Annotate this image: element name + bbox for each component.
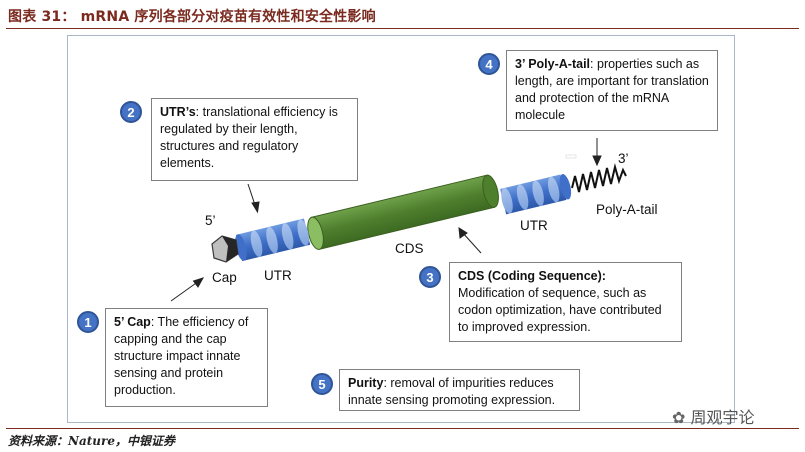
badge-3: 3 <box>419 266 441 288</box>
bottom-divider <box>6 428 799 429</box>
label-polya: Poly-A-tail <box>596 202 658 217</box>
callout-polya-sep: : <box>590 57 594 71</box>
arrow-cds <box>461 231 482 254</box>
callout-purity-sep: : <box>383 376 387 390</box>
utr-right-segment <box>500 174 572 215</box>
badge-4: 4 <box>478 53 500 75</box>
callout-cap: 5’ Cap: The efficiency of capping and th… <box>105 308 268 407</box>
callout-cap-title: 5’ Cap <box>114 315 151 329</box>
label-five-prime: 5’ <box>205 213 216 228</box>
cap-shape <box>211 235 239 263</box>
badge-1: 1 <box>77 311 99 333</box>
callout-utr-title: UTR’s <box>160 105 196 119</box>
callout-polya-title: 3’ Poly-A-tail <box>515 57 591 71</box>
figure-source: 资料来源：Nature，中银证券 <box>8 434 175 448</box>
watermark: ✿ 周观宇论 <box>672 404 755 428</box>
wechat-icon: ✿ <box>672 408 691 427</box>
polya-zigzag <box>571 163 627 193</box>
label-cds: CDS <box>395 241 424 256</box>
cds-segment <box>307 174 499 250</box>
label-utr-left: UTR <box>264 268 292 283</box>
polya-dash <box>565 154 577 159</box>
label-cap: Cap <box>212 270 237 285</box>
callout-polya: 3’ Poly-A-tail: properties such as lengt… <box>506 50 718 131</box>
label-utr-right: UTR <box>520 218 548 233</box>
callout-purity-title: Purity <box>348 376 384 390</box>
callout-utr-text: translational efficiency is regulated by… <box>160 105 338 170</box>
callout-utr-sep: : <box>195 105 200 119</box>
watermark-text: 周观宇论 <box>690 408 755 427</box>
callout-utr: UTR’s: translational efficiency is regul… <box>151 98 358 181</box>
arrow-cap <box>170 280 200 302</box>
figure-title: 图表 31： mRNA 序列各部分对疫苗有效性和安全性影响 <box>8 9 376 25</box>
label-three-prime: 3’ <box>618 151 629 166</box>
callout-cds-text: Modification of sequence, such as codon … <box>458 286 662 334</box>
badge-2: 2 <box>120 101 142 123</box>
badge-5: 5 <box>311 373 333 395</box>
callout-cds-title: CDS (Coding Sequence): <box>458 269 606 283</box>
callout-polya-text: properties such as length, are important… <box>515 57 709 122</box>
callout-purity: Purity: removal of impurities reduces in… <box>339 369 580 411</box>
callout-cds: CDS (Coding Sequence): Modification of s… <box>449 262 682 342</box>
callout-cap-text: The efficiency of capping and the cap st… <box>114 315 249 397</box>
utr-left-segment <box>235 218 311 262</box>
callout-cap-sep: : <box>150 315 155 329</box>
title-divider <box>6 28 799 29</box>
callout-purity-text: removal of impurities reduces innate sen… <box>348 376 556 407</box>
